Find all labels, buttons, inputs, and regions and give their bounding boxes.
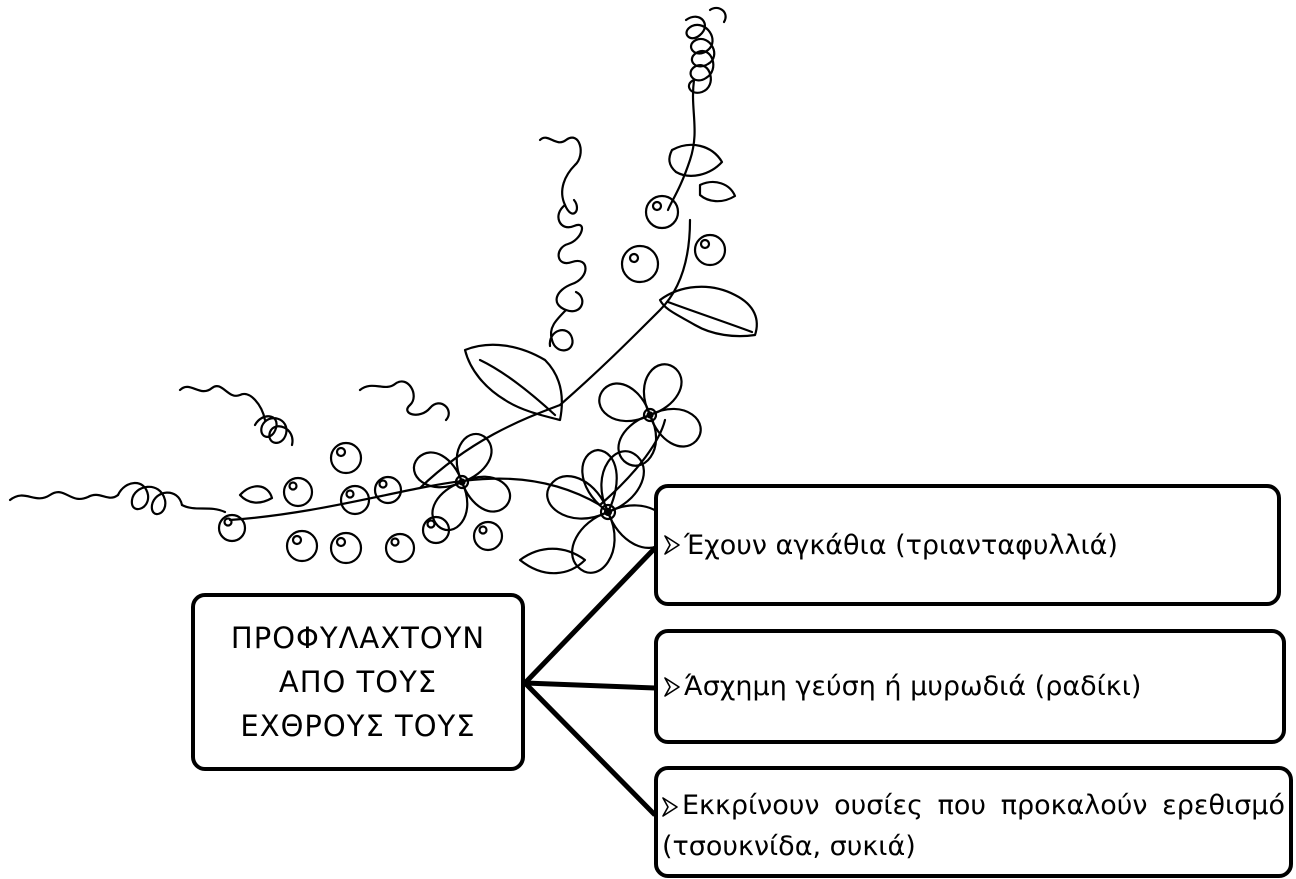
irritants-word-4: προκαλούν <box>1000 790 1148 821</box>
irritants-word-5: ερεθισμό <box>1162 790 1285 821</box>
connectors <box>523 546 657 817</box>
irritants-word-1-wrap: Εκκρίνουν <box>662 784 819 828</box>
branch-text-irritants-line-1: Εκκρίνουν ουσίες που προκαλούν ερεθισμό <box>662 774 1285 828</box>
connector-to-branch-3 <box>523 681 657 817</box>
floral-corner-illustration <box>8 6 758 575</box>
branch-text-irritants-line-2: (τσουκνίδα, συκιά) <box>662 831 916 862</box>
branch-box-taste-smell: Άσχημη γεύση ή μυρωδιά (ραδίκι) <box>654 629 1286 744</box>
irritants-word-1: Εκκρίνουν <box>682 790 820 821</box>
connector-to-branch-2 <box>524 680 656 691</box>
arrow-bullet-icon <box>662 796 678 818</box>
central-topic-line-3: ΕΧΘΡΟΥΣ ΤΟΥΣ <box>240 709 476 743</box>
branch-box-thorns: Έχουν αγκάθια (τριανταφυλλιά) <box>654 484 1281 606</box>
central-topic-line-1: ΠΡΟΦΥΛΑΧΤΟΥΝ <box>230 621 486 655</box>
branch-text-thorns: Έχουν αγκάθια (τριανταφυλλιά) <box>684 529 1118 561</box>
central-topic-box: ΠΡΟΦΥΛΑΧΤΟΥΝ ΑΠΟ ΤΟΥΣ ΕΧΘΡΟΥΣ ΤΟΥΣ <box>191 593 525 771</box>
connector-to-branch-1 <box>523 546 657 685</box>
arrow-bullet-icon <box>664 534 680 556</box>
branch-box-irritants: Εκκρίνουν ουσίες που προκαλούν ερεθισμό … <box>654 766 1293 878</box>
branch-text-taste-smell: Άσχημη γεύση ή μυρωδιά (ραδίκι) <box>684 671 1142 702</box>
central-topic-line-2: ΑΠΟ ΤΟΥΣ <box>278 665 438 699</box>
arrow-bullet-icon <box>664 676 680 698</box>
irritants-word-3: που <box>937 790 987 821</box>
irritants-word-2: ουσίες <box>834 790 923 821</box>
